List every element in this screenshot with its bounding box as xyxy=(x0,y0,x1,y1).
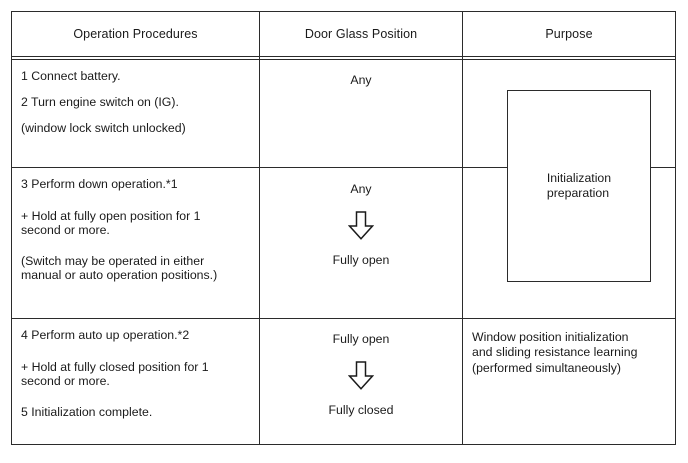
down-arrow-icon xyxy=(348,361,374,390)
initialization-preparation-box: Initialization preparation xyxy=(507,90,651,282)
glass-position-from: Any xyxy=(350,182,372,196)
column-header-purpose: Purpose xyxy=(463,12,675,56)
glass-position-from: Fully open xyxy=(332,332,390,346)
glass-position-to: Fully open xyxy=(332,252,390,267)
glass-position-to: Fully closed xyxy=(328,402,394,417)
table-cell-glass-position-row2: Any Fully open xyxy=(260,168,462,317)
header-double-rule xyxy=(12,56,675,60)
table-cell-procedures-row3: 4 Perform auto up operation.*2 + Hold at… xyxy=(12,319,259,444)
table-cell-glass-position-row3: Fully open Fully closed xyxy=(260,319,462,444)
row-divider-2 xyxy=(12,317,675,319)
procedure-step: 5 Initialization complete. xyxy=(21,405,153,420)
procedure-substep: + Hold at fully open position for 1 seco… xyxy=(21,208,201,237)
procedure-step: 3 Perform down operation.*1 xyxy=(21,177,178,191)
procedure-step: 1 Connect battery. xyxy=(21,69,121,83)
procedure-table: Operation Procedures Door Glass Position… xyxy=(11,11,676,445)
procedure-note: (window lock switch unlocked) xyxy=(21,120,186,135)
column-header-operation-procedures: Operation Procedures xyxy=(12,12,259,56)
table-cell-procedures-row2: 3 Perform down operation.*1 + Hold at fu… xyxy=(12,168,259,317)
initialization-preparation-label: Initialization preparation xyxy=(546,171,612,200)
procedure-step: 4 Perform auto up operation.*2 xyxy=(21,328,190,342)
procedure-step: 2 Turn engine switch on (IG). xyxy=(21,94,179,109)
procedure-substep: + Hold at fully closed position for 1 se… xyxy=(21,359,209,388)
column-header-label: Purpose xyxy=(545,27,593,41)
column-divider-2 xyxy=(462,12,464,444)
purpose-description: Window position initialization and slidi… xyxy=(472,330,638,375)
row-divider-1 xyxy=(12,166,675,168)
glass-position-from: Any xyxy=(350,73,372,87)
column-header-label: Operation Procedures xyxy=(73,27,198,41)
table-cell-glass-position-row1: Any xyxy=(260,60,462,166)
column-header-door-glass-position: Door Glass Position xyxy=(260,12,462,56)
procedure-note: (Switch may be operated in either manual… xyxy=(21,254,218,283)
column-divider-1 xyxy=(259,12,261,444)
table-cell-procedures-row1: 1 Connect battery. 2 Turn engine switch … xyxy=(12,60,259,166)
down-arrow-icon xyxy=(348,211,374,240)
table-cell-purpose-merged: Initialization preparation xyxy=(463,60,675,317)
table-cell-purpose-row3: Window position initialization and slidi… xyxy=(463,319,675,444)
column-header-label: Door Glass Position xyxy=(304,27,418,41)
